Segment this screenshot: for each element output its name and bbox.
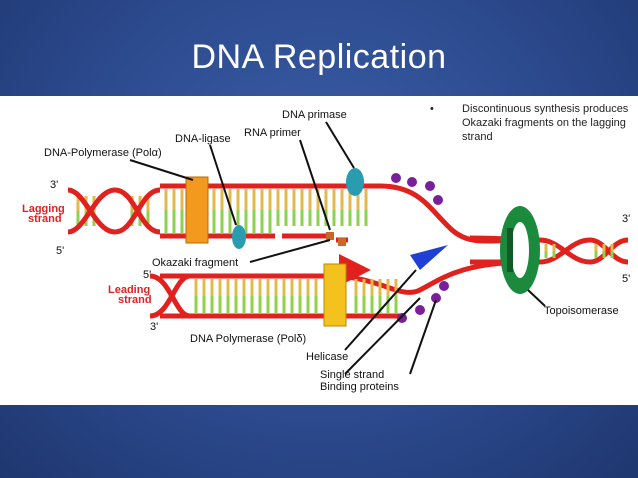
dna-polymerase-delta-icon bbox=[323, 263, 347, 327]
label-leading-strand-2: strand bbox=[118, 294, 152, 306]
label-5prime-top: 5' bbox=[56, 245, 64, 257]
lagging-rungs bbox=[164, 189, 368, 233]
dna-primase-icon bbox=[346, 168, 364, 196]
ssb-proteins-icon bbox=[391, 173, 449, 323]
label-5prime-right: 5' bbox=[622, 273, 630, 285]
slide-title: DNA Replication bbox=[191, 38, 447, 76]
label-okazaki-fragment: Okazaki fragment bbox=[152, 257, 238, 269]
dna-polymerase-alpha-icon bbox=[185, 176, 209, 244]
bullet-text: Discontinuous synthesis produces Okazaki… bbox=[462, 103, 629, 143]
label-3prime-right: 3' bbox=[622, 213, 630, 225]
label-3prime-leading: 3' bbox=[150, 321, 158, 333]
lagging-helix-left bbox=[67, 187, 161, 235]
label-dna-ligase: DNA-ligase bbox=[175, 133, 231, 145]
label-dna-primase: DNA primase bbox=[282, 109, 347, 121]
label-ssb-2: Binding proteins bbox=[320, 381, 399, 393]
leading-helix-left bbox=[149, 273, 191, 319]
topoisomerase-icon bbox=[500, 206, 540, 294]
label-3prime-top: 3' bbox=[50, 179, 58, 191]
label-dna-polymerase-alpha: DNA-Polymerase (Polα) bbox=[44, 147, 162, 159]
label-rna-primer: RNA primer bbox=[244, 127, 301, 139]
label-leading-strand-1: Leading bbox=[108, 284, 150, 296]
leader-lines bbox=[129, 121, 546, 375]
label-5prime-leading: 5' bbox=[143, 269, 151, 281]
helicase-icon bbox=[410, 245, 448, 270]
label-helicase: Helicase bbox=[306, 351, 348, 363]
bullet-marker: • bbox=[430, 103, 434, 115]
label-dna-polymerase-delta: DNA Polymerase (Polδ) bbox=[190, 333, 306, 345]
label-lagging-strand-2: strand bbox=[28, 213, 62, 225]
rna-primer-icon bbox=[326, 232, 334, 240]
label-lagging-strand-1: Lagging bbox=[22, 203, 65, 215]
label-ssb-1: Single strand bbox=[320, 369, 384, 381]
label-topoisomerase: Topoisomerase bbox=[544, 305, 619, 317]
dna-ligase-icon bbox=[232, 225, 246, 249]
leading-rungs bbox=[194, 279, 398, 313]
